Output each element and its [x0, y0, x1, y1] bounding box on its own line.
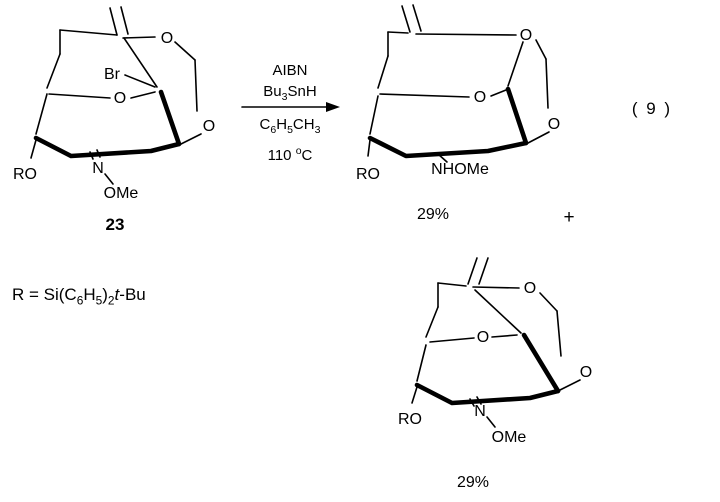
atom-label-o-top: O	[161, 30, 173, 47]
atom-label-ro: RO	[398, 411, 422, 428]
arrowhead-icon	[326, 102, 340, 112]
atom-label-o-right: O	[203, 118, 215, 135]
atom-label-o-right: O	[548, 116, 560, 133]
yield-product-2: 29%	[456, 474, 490, 491]
plus-sign: +	[563, 207, 575, 228]
atom-label-ome: OMe	[104, 185, 139, 202]
yield-product-1: 29%	[416, 206, 450, 223]
reagent-bu3snh: Bu3SnH	[263, 83, 317, 103]
structure-product-2: O O O RO N OMe	[398, 257, 592, 446]
atom-label-br: Br	[104, 66, 121, 83]
equation-number: ( 9 )	[631, 99, 673, 118]
atom-label-n: N	[92, 160, 104, 177]
atom-label-n: N	[474, 403, 486, 420]
atom-label-o-ring: O	[474, 89, 486, 106]
structure-product-1: O O O RO NHOMe	[356, 4, 560, 183]
atom-label-o-right: O	[580, 364, 592, 381]
atom-label-ro: RO	[13, 166, 37, 183]
atom-label-o-ring: O	[114, 90, 126, 107]
bond-lines	[367, 4, 550, 163]
atom-label-ro: RO	[356, 166, 380, 183]
reagent-aibn: AIBN	[272, 62, 308, 79]
compound-number-23: 23	[105, 215, 125, 234]
bond-lines	[411, 257, 581, 428]
bond-lines	[30, 6, 202, 185]
conditions-above-arrow: AIBN Bu3SnH	[238, 60, 342, 108]
atom-label-o-top: O	[524, 280, 536, 297]
structure-compound-23: O Br O O RO N OMe	[13, 6, 215, 202]
atom-label-ome: OMe	[492, 429, 527, 446]
conditions-below-arrow: C6H5CH3 110 oC	[238, 114, 342, 166]
temperature: 110 oC	[267, 145, 313, 164]
solvent-toluene: C6H5CH3	[259, 116, 321, 136]
reaction-arrow	[241, 102, 340, 112]
atom-label-o-ring: O	[477, 329, 489, 346]
r-group-definition: R = Si(C6H5)2t-Bu	[12, 285, 146, 308]
atom-label-o-top: O	[520, 27, 532, 44]
atom-label-nhome: NHOMe	[431, 161, 489, 178]
